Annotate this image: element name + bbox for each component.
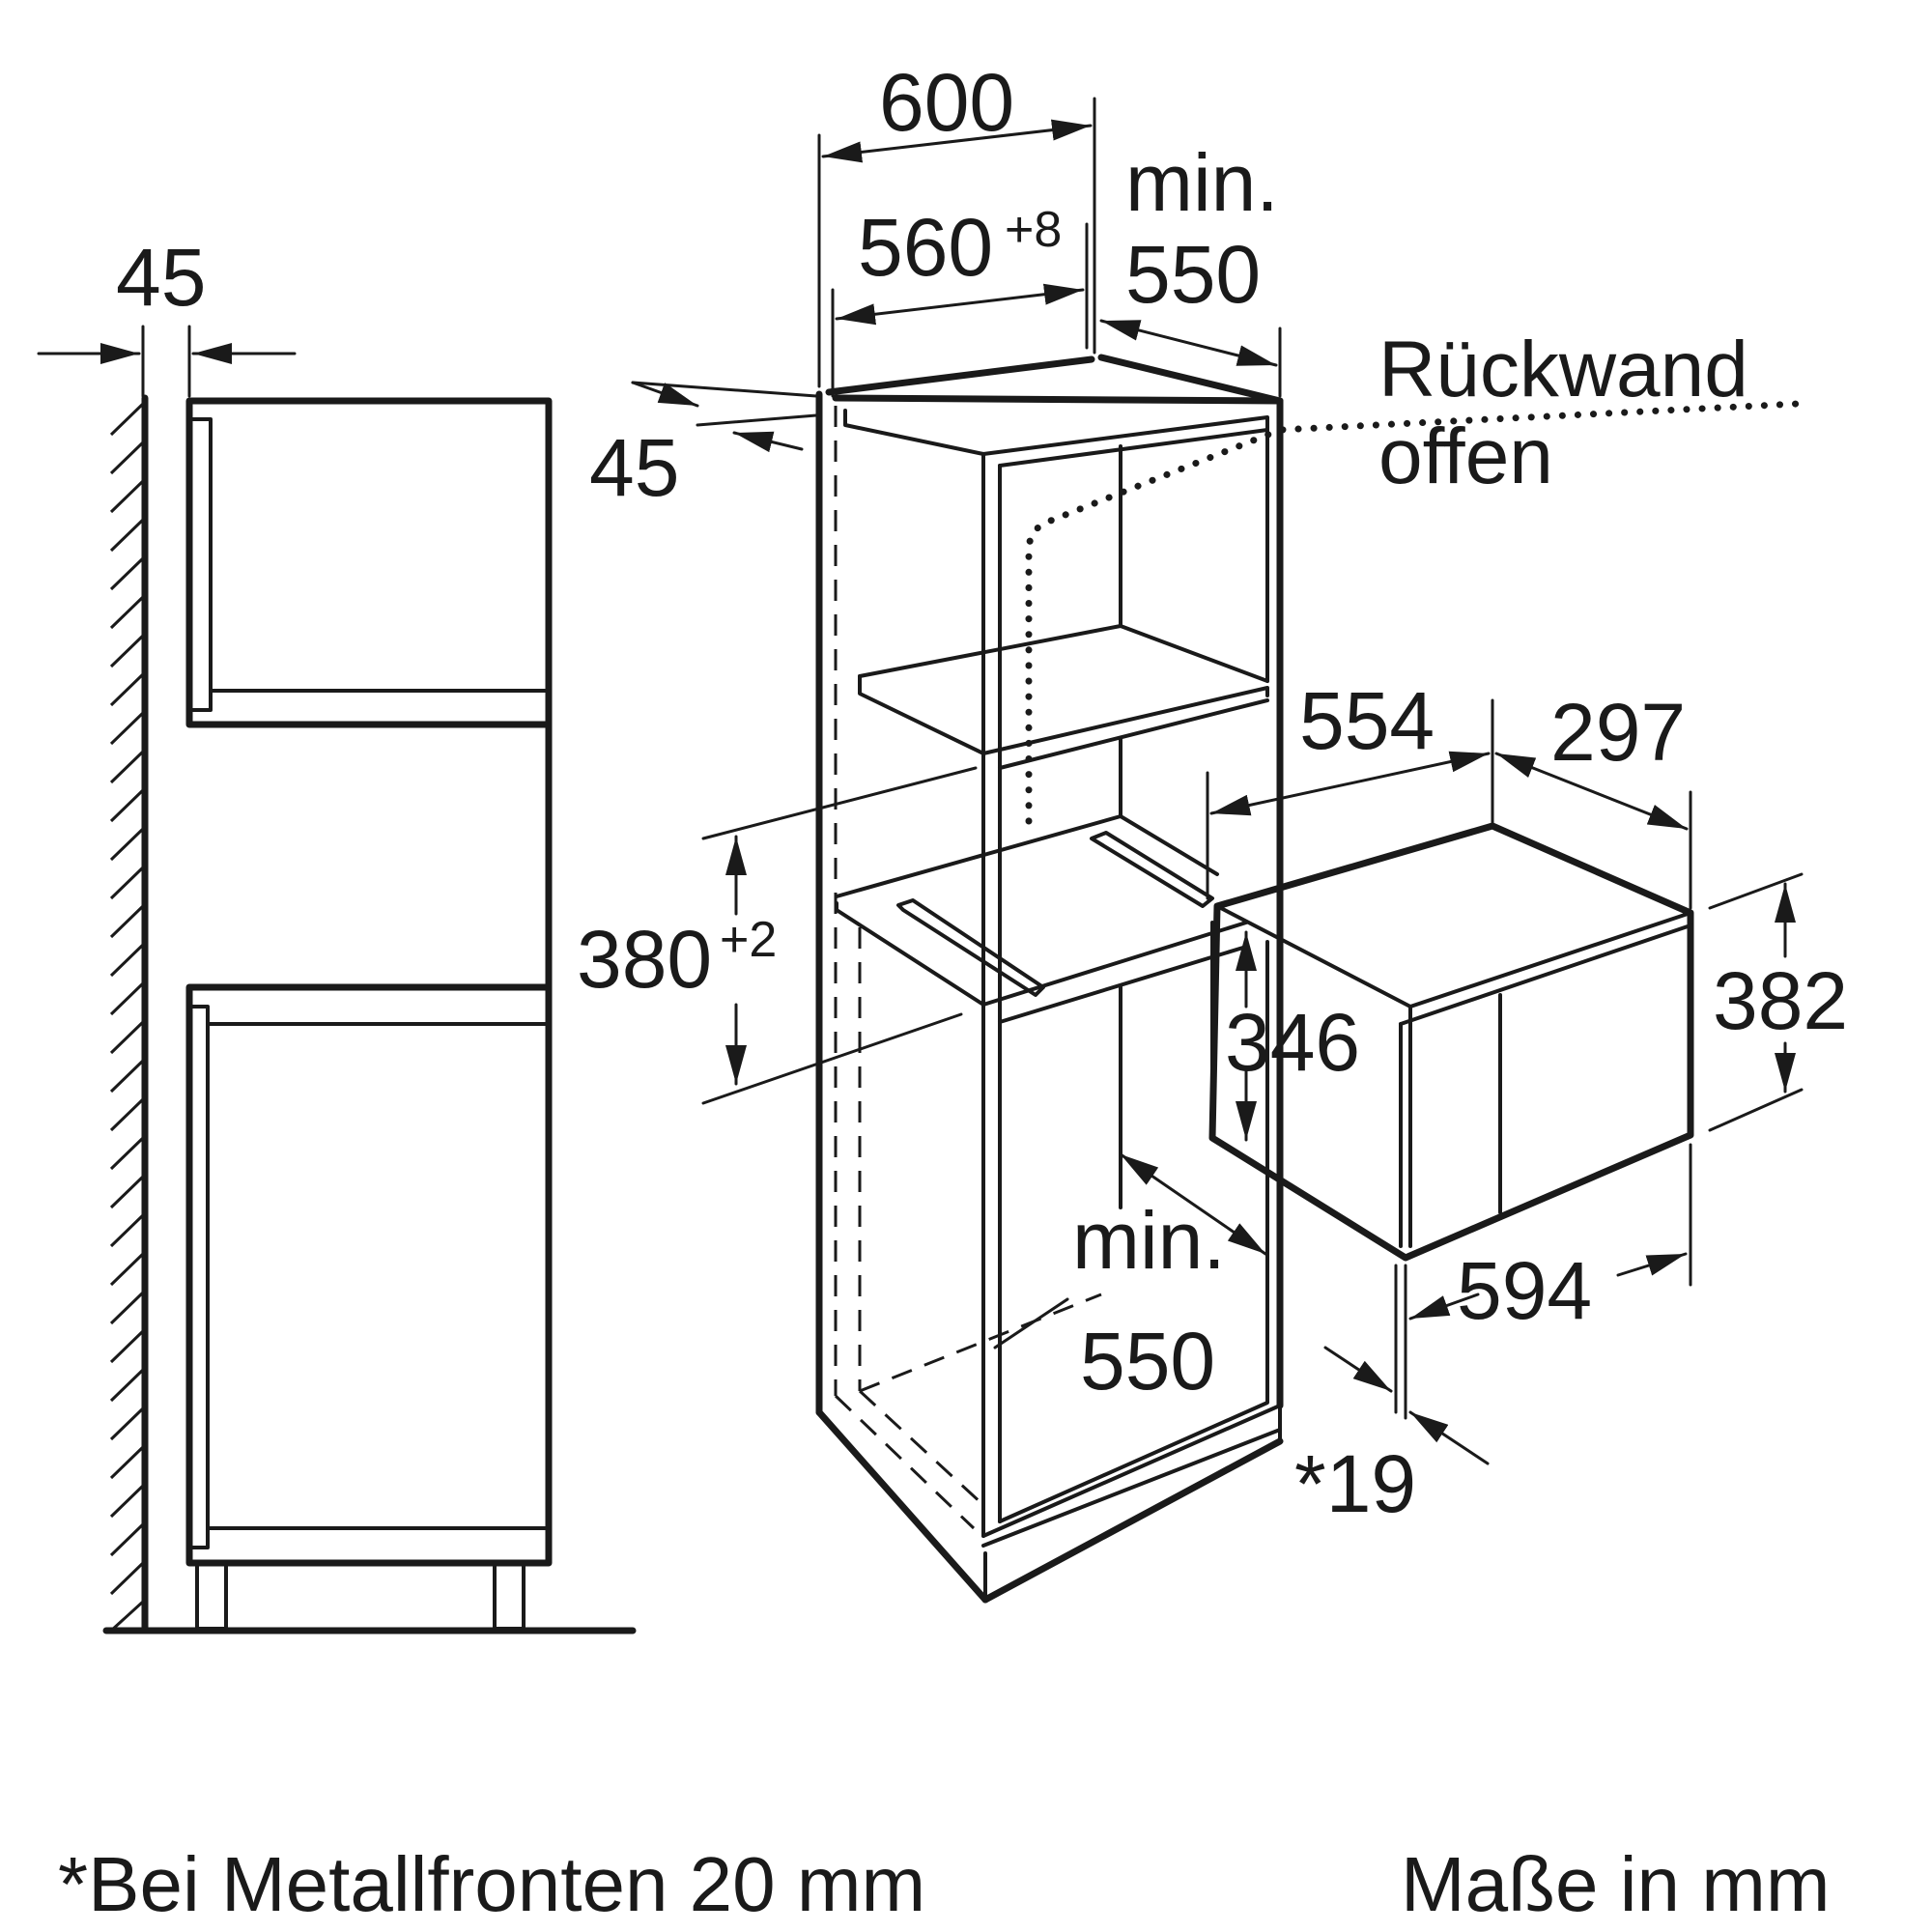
footnote-metal-fronts: *Bei Metallfronten 20 mm [58,1841,925,1927]
lower-cabinet [185,983,553,1567]
lower-cabinet-door [187,1005,210,1549]
appliance-height-body-label: 346 [1225,997,1360,1088]
upper-cabinet [185,397,553,728]
front-gap-label: 45 [589,422,679,513]
dim-depth-bottom: min. 550 [993,1152,1267,1406]
dim-niche-height: 380 +2 [577,766,978,1105]
appliance: 554 297 382 346 594 [1206,675,1848,1529]
appliance-depth-label: 554 [1299,675,1435,766]
dim-width-outer: 600 [817,57,1096,388]
appliance-front-depth-label: 297 [1550,687,1686,778]
wall-hatching [109,402,145,1633]
depth-top-label: 550 [1125,229,1261,320]
side-gap-label: 45 [116,232,206,323]
depth-top-prefix: min. [1125,137,1279,228]
width-outer-label: 600 [879,57,1014,148]
width-inner-label: 560 [858,202,993,293]
rear-wall-label-line2: offen [1378,412,1553,500]
depth-bottom-prefix: min. [1072,1195,1226,1286]
niche-cabinet: 600 560 +8 min. 550 45 [577,57,1801,1604]
dim-appliance-front-depth: 297 [1494,687,1692,910]
width-inner-tol: +8 [1005,202,1062,258]
dim-front-thickness: *19 [1294,1264,1490,1529]
rear-wall-label-line1: Rückwand [1378,326,1748,413]
depth-bottom-label: 550 [1080,1316,1215,1406]
dim-appliance-width: 594 [1404,1143,1692,1420]
units-note: Maße in mm [1401,1841,1831,1927]
niche-height-tol: +2 [720,912,777,968]
upper-cabinet-door [187,417,213,712]
dim-front-gap: 45 [589,381,818,513]
appliance-height-total-label: 382 [1713,955,1848,1046]
dim-side-gap: 45 [37,232,297,398]
dim-depth-top: min. 550 [1099,137,1282,398]
niche-height-label: 380 [577,914,712,1005]
dim-appliance-height-total: 382 [1708,872,1848,1132]
front-thickness-label: *19 [1294,1438,1416,1529]
dim-appliance-depth: 554 [1206,675,1494,900]
dim-width-inner: 560 +8 [831,202,1089,398]
side-view: 45 [37,232,637,1634]
dim-appliance-height-body: 346 [1225,930,1360,1142]
cabinet-foot-left [195,1561,228,1631]
cabinet-foot-right [493,1561,526,1631]
appliance-width-label: 594 [1457,1245,1592,1336]
